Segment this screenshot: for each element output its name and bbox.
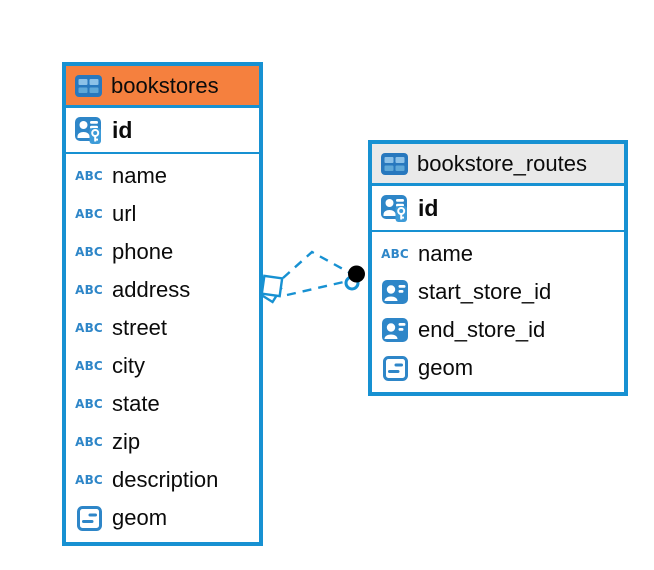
column-name: start_store_id xyxy=(418,279,552,304)
text-type-icon: ABC xyxy=(75,283,103,297)
column-row[interactable]: ABC name xyxy=(66,157,259,195)
column-row[interactable]: ABC name xyxy=(372,235,624,273)
text-type-icon: ABC xyxy=(75,321,103,335)
column-row[interactable]: ABC description xyxy=(66,461,259,499)
table-icon xyxy=(75,74,102,97)
table-title: bookstore_routes xyxy=(417,150,587,176)
relationship-endpoint[interactable] xyxy=(344,265,365,291)
column-row[interactable]: geom xyxy=(372,349,624,387)
geometry-icon xyxy=(381,354,409,382)
text-type-icon: ABC xyxy=(75,473,103,487)
column-row[interactable]: id xyxy=(372,186,624,232)
column-name: description xyxy=(112,467,219,492)
column-name: id xyxy=(112,116,133,143)
column-name: geom xyxy=(418,355,474,380)
table-icon xyxy=(381,152,408,175)
primary-key-icon xyxy=(75,116,103,144)
text-type-icon: ABC xyxy=(75,435,103,449)
column-row[interactable]: id xyxy=(66,108,259,154)
column-name: address xyxy=(112,277,191,302)
column-name: phone xyxy=(112,239,174,264)
column-row[interactable]: ABC zip xyxy=(66,423,259,461)
column-name: street xyxy=(112,315,168,340)
column-row[interactable]: ABC state xyxy=(66,385,259,423)
column-name: id xyxy=(418,194,439,221)
column-row[interactable]: ABC url xyxy=(66,195,259,233)
column-name: name xyxy=(112,163,168,188)
column-row[interactable]: ABC address xyxy=(66,271,259,309)
text-type-icon: ABC xyxy=(75,359,103,373)
text-type-icon: ABC xyxy=(381,247,409,261)
text-type-icon: ABC xyxy=(75,207,103,221)
reference-icon xyxy=(381,316,409,344)
primary-key-icon xyxy=(381,194,409,222)
column-name: city xyxy=(112,353,145,378)
column-row[interactable]: start_store_id xyxy=(372,273,624,311)
geometry-icon xyxy=(75,504,103,532)
table-header-bookstore-routes[interactable]: bookstore_routes xyxy=(372,144,624,186)
text-type-icon: ABC xyxy=(75,169,103,183)
column-name: geom xyxy=(112,505,168,530)
table-header-bookstores[interactable]: bookstores xyxy=(66,66,259,108)
text-type-icon: ABC xyxy=(75,245,103,259)
column-name: url xyxy=(112,201,137,226)
relationship-line-upper[interactable] xyxy=(282,250,351,279)
relationship-line-lower[interactable] xyxy=(286,279,349,297)
text-type-icon: ABC xyxy=(75,397,103,411)
table-node-bookstores[interactable]: bookstores id ABC name ABC url ABC phone… xyxy=(62,62,263,546)
column-row[interactable]: ABC street xyxy=(66,309,259,347)
table-title: bookstores xyxy=(111,72,219,98)
reference-icon xyxy=(381,278,409,306)
column-list-bookstores: id ABC name ABC url ABC phone ABC addres… xyxy=(66,108,259,542)
column-name: name xyxy=(418,241,474,266)
table-node-bookstore-routes[interactable]: bookstore_routes id ABC name start_store… xyxy=(368,140,628,396)
column-list-bookstore-routes: id ABC name start_store_id end_store_id … xyxy=(372,186,624,392)
column-row[interactable]: geom xyxy=(66,499,259,537)
column-row[interactable]: ABC phone xyxy=(66,233,259,271)
endpoint-ring xyxy=(344,275,360,291)
column-row[interactable]: end_store_id xyxy=(372,311,624,349)
column-name: end_store_id xyxy=(418,317,546,342)
column-row[interactable]: ABC city xyxy=(66,347,259,385)
endpoint-dot xyxy=(348,265,365,283)
column-name: zip xyxy=(112,429,141,454)
column-name: state xyxy=(112,391,160,416)
